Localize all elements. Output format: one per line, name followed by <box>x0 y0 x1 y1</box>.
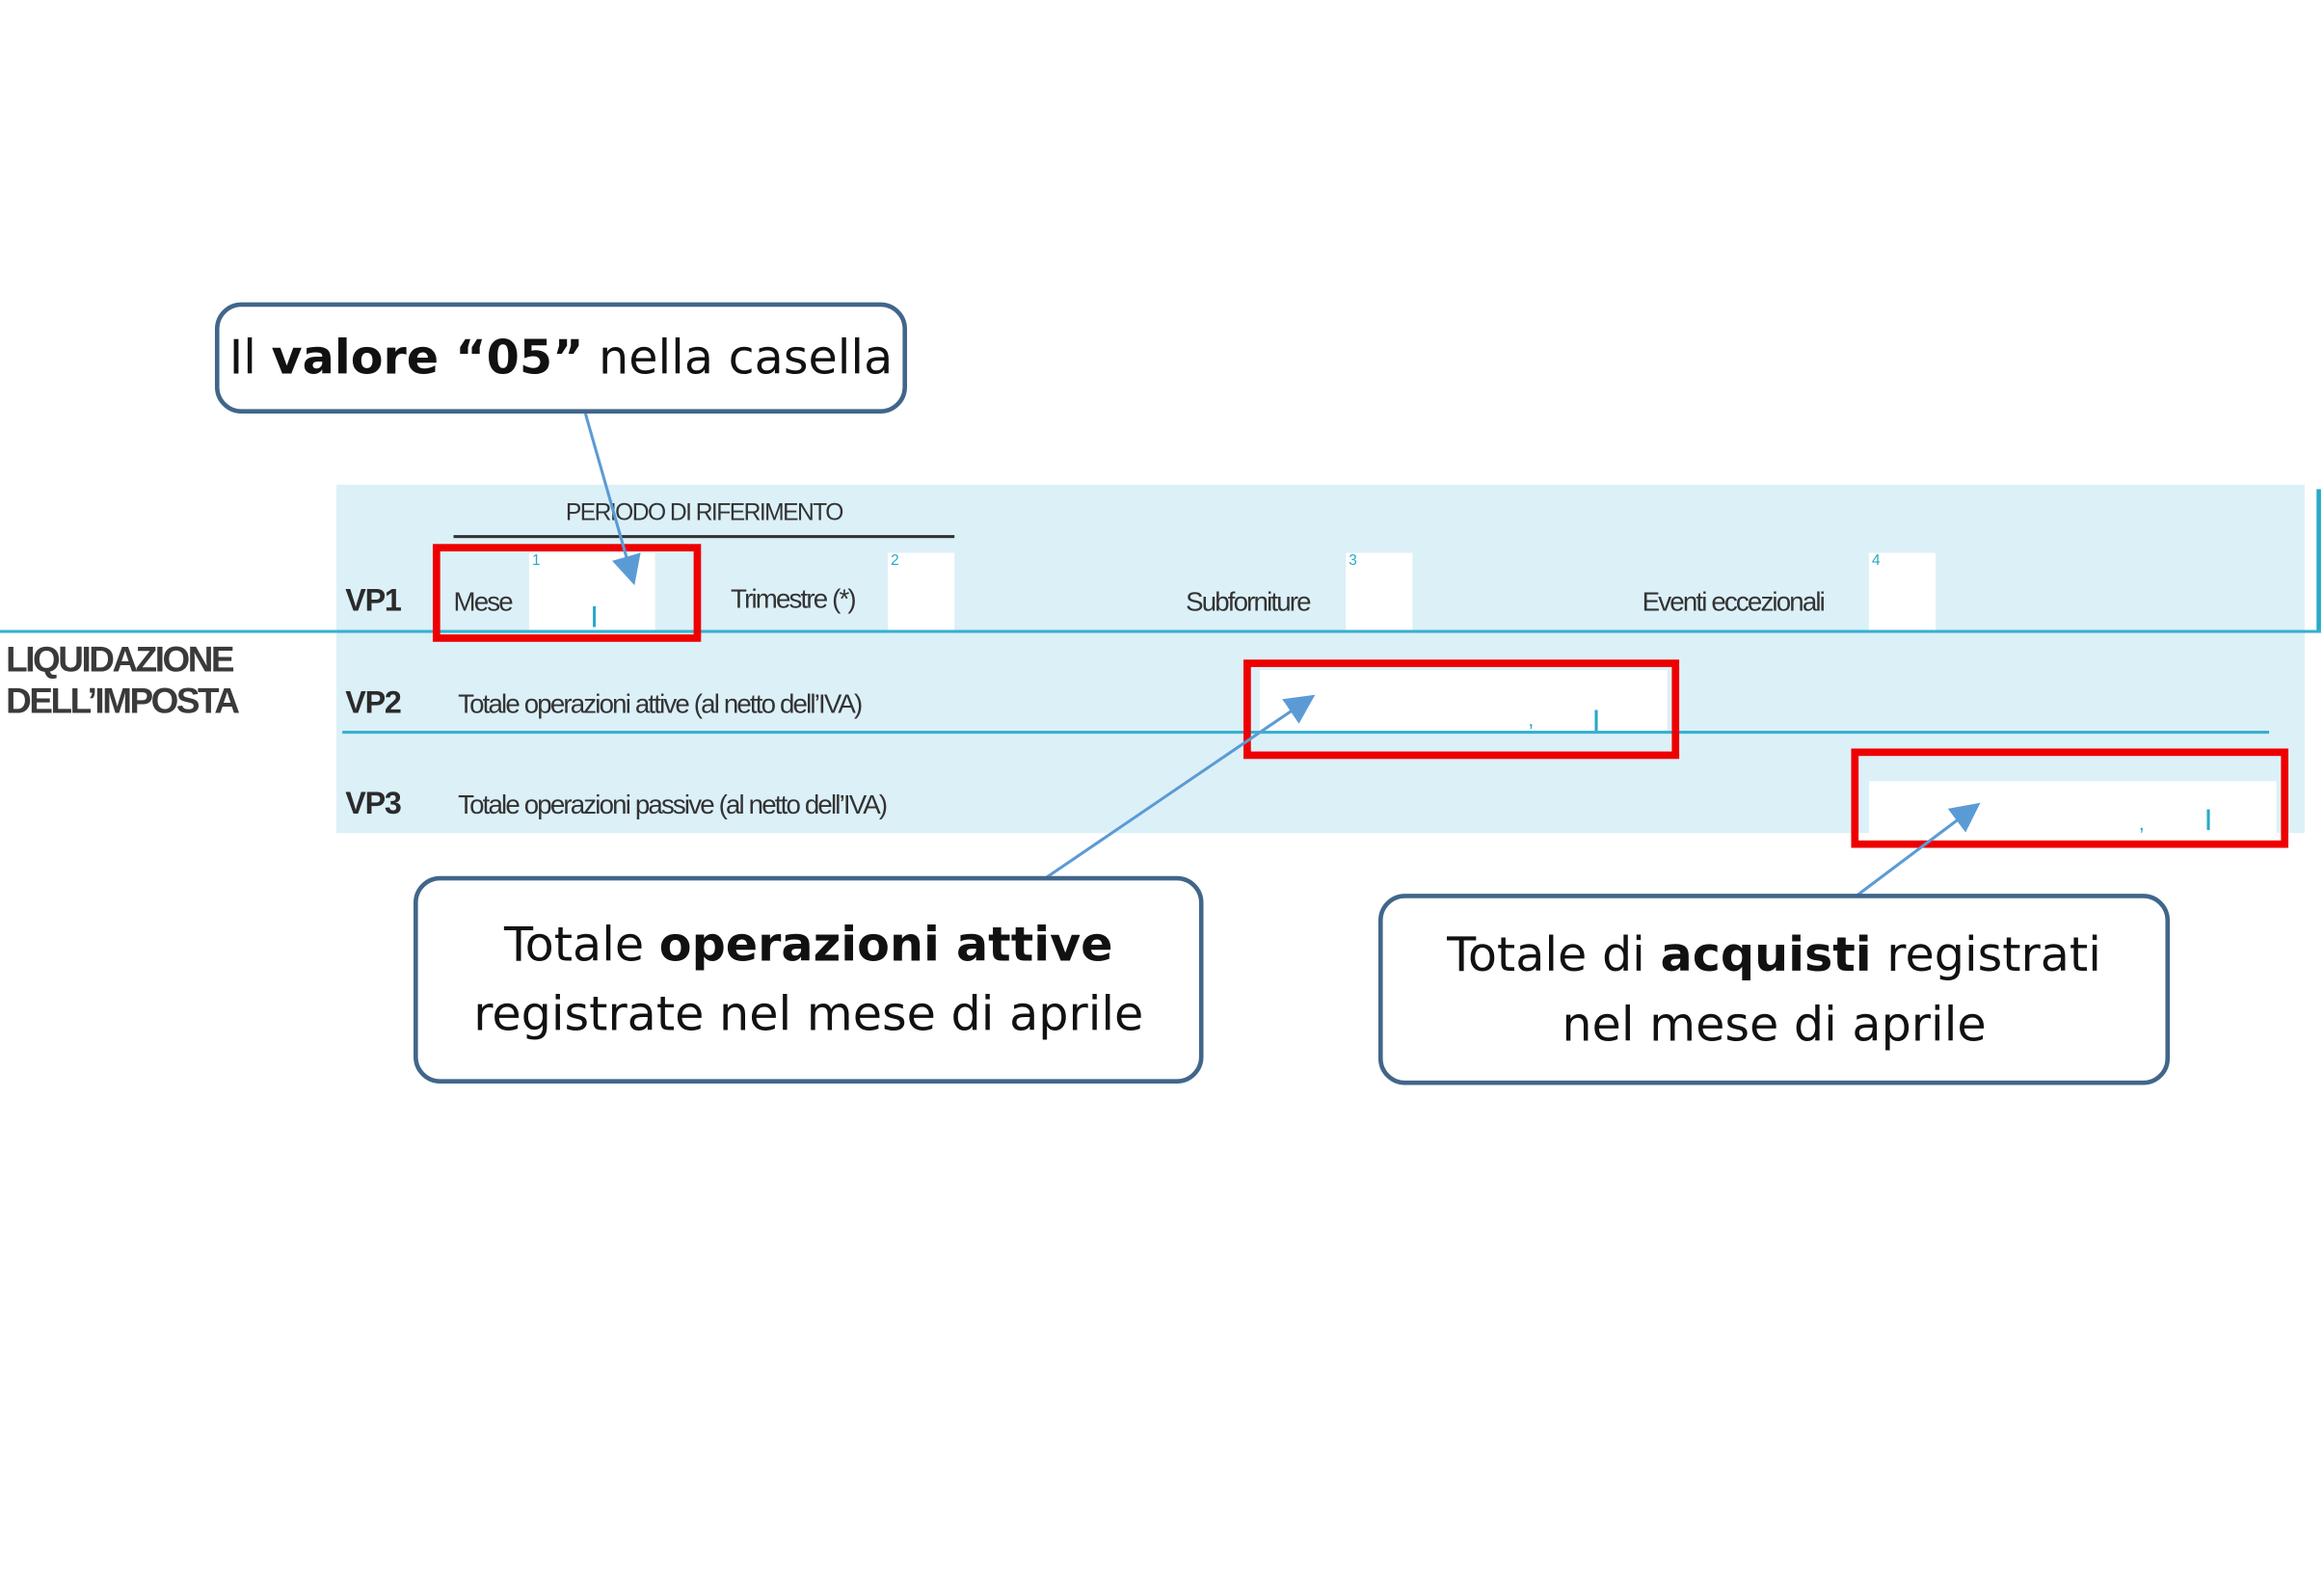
highlight-mese <box>432 544 702 642</box>
digit-separator-tick <box>1594 710 1598 732</box>
highlight-vp3 <box>1851 748 2289 848</box>
callout-operazioni-attive: Totale operazioni attive registrate nel … <box>413 875 1204 1084</box>
vp2-label: Totale operazioni attive (al netto dell’… <box>458 688 863 719</box>
row-divider <box>342 731 2270 735</box>
section-title: LIQUIDAZIONE DELL’IMPOSTA <box>6 640 240 722</box>
field-label-eventi-eccezionali: Eventi eccezionali <box>1642 586 1826 617</box>
field-number-4: 4 <box>1871 552 1881 570</box>
field-label-subforniture: Subforniture <box>1186 586 1311 617</box>
row-code-vp3: VP3 <box>345 787 402 821</box>
row-code-vp2: VP2 <box>345 685 402 721</box>
arrow-to-vp3 <box>1856 802 1981 897</box>
callout-attive-bold: operazioni attive <box>658 916 1113 973</box>
decimal-comma: , <box>1528 707 1535 732</box>
row-code-vp1: VP1 <box>345 583 402 619</box>
form-section-background <box>336 484 2305 834</box>
vp2-amount-input[interactable] <box>1259 669 1668 733</box>
callout-acquisti-pre: Totale di <box>1447 925 1661 982</box>
trimestre-input[interactable] <box>888 552 955 630</box>
arrow-to-mese <box>583 413 641 586</box>
callout-mese: Il valore “05” nella casella <box>214 302 908 414</box>
callout-acquisti-mid: registrati <box>1871 925 2101 982</box>
field-label-trimestre: Trimestre (*) <box>731 583 857 614</box>
field-number-2: 2 <box>891 552 899 570</box>
period-header-underline <box>453 535 955 539</box>
digit-separator-tick <box>593 605 597 628</box>
row-divider <box>0 629 2321 633</box>
field-number-3: 3 <box>1349 552 1357 570</box>
field-label-mese: Mese <box>453 586 514 617</box>
callout-acquisti-post: nel mese di aprile <box>1562 995 1987 1052</box>
highlight-vp2 <box>1243 659 1680 760</box>
callout-mese-pre: Il <box>228 329 272 386</box>
digit-separator-tick <box>2206 809 2210 831</box>
callout-acquisti: Totale di acquisti registrati nel mese d… <box>1377 894 2171 1085</box>
callout-attive-pre: Totale <box>503 916 659 973</box>
field-number-1: 1 <box>531 552 541 570</box>
arrow-to-vp2 <box>1045 694 1316 879</box>
callout-mese-bold: valore “05” <box>271 329 584 386</box>
form-right-edge <box>2316 489 2321 630</box>
callout-acquisti-bold: acquisti <box>1660 925 1872 982</box>
vp3-label: Totale operazioni passive (al netto dell… <box>458 790 888 820</box>
callout-mese-post: nella casella <box>583 329 894 386</box>
eventi-eccezionali-input[interactable] <box>1868 552 1937 630</box>
subforniture-input[interactable] <box>1346 552 1413 630</box>
decimal-comma: , <box>2138 811 2145 835</box>
callout-attive-post: registrate nel mese di aprile <box>473 985 1144 1042</box>
